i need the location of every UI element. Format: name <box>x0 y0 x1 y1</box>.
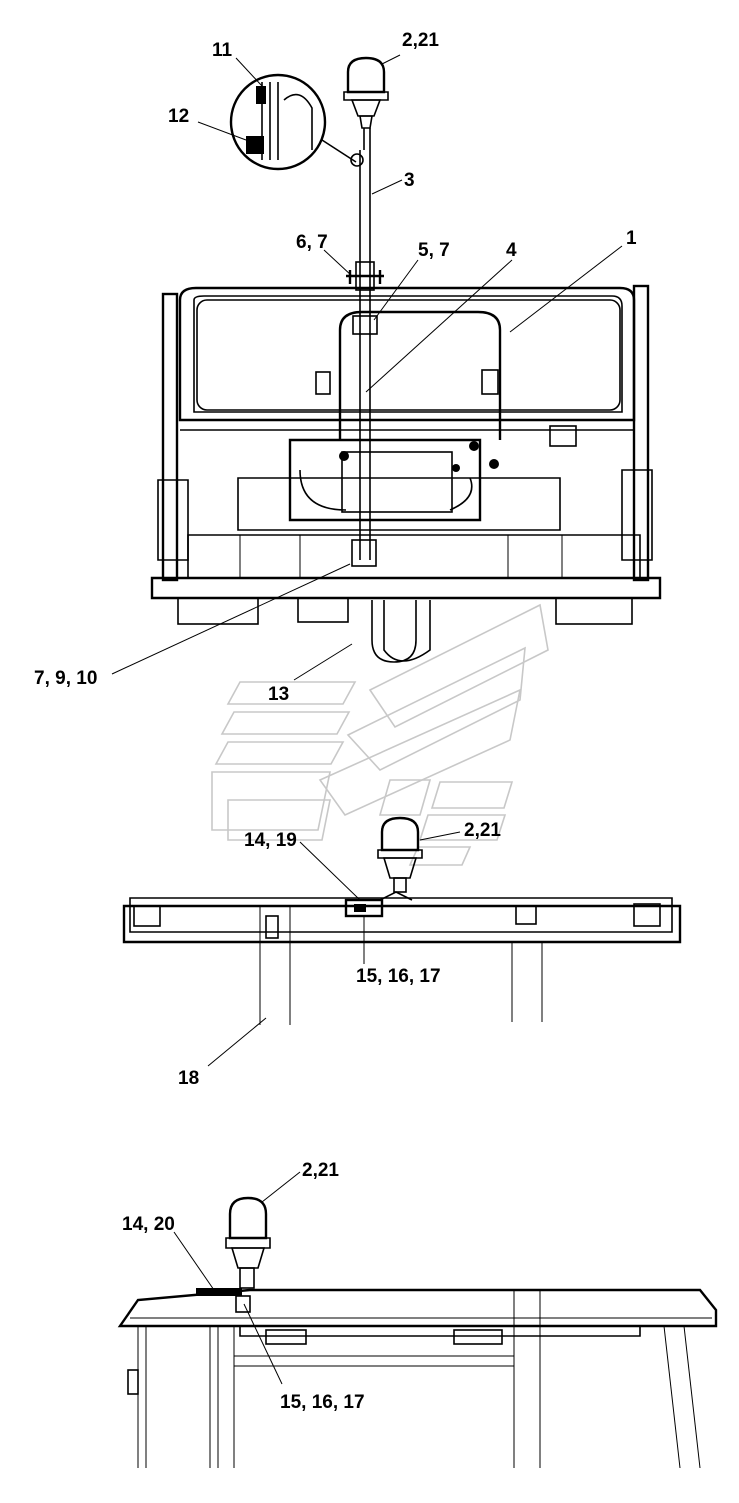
callout-14-19: 14, 19 <box>244 830 297 851</box>
callout-18: 18 <box>178 1068 199 1089</box>
leader-15-16-17-bot <box>243 1303 283 1385</box>
callout-2-21-bot: 2,21 <box>302 1160 339 1181</box>
leader-2-21-mid <box>419 831 461 841</box>
callout-labels: 2,21 11 12 3 6, 7 5, 7 4 1 7, 9, 10 13 1… <box>34 30 637 1413</box>
top-assembly <box>111 54 662 681</box>
bottom-assembly <box>117 1171 718 1469</box>
leader-3 <box>371 179 403 195</box>
callout-13: 13 <box>268 684 289 705</box>
callout-14-20: 14, 20 <box>122 1214 175 1235</box>
cab-body <box>150 284 662 663</box>
callout-2-21-mid: 2,21 <box>464 820 501 841</box>
callout-3: 3 <box>404 170 415 191</box>
callout-4: 4 <box>506 240 517 261</box>
leader-13 <box>293 643 353 681</box>
leader-5-7 <box>373 259 419 321</box>
leader-12 <box>197 121 247 141</box>
leader-2-21-top <box>381 54 401 65</box>
callout-6-7: 6, 7 <box>296 232 328 253</box>
callout-15-16-17-mid: 15, 16, 17 <box>356 966 441 987</box>
callout-11: 11 <box>212 40 233 61</box>
leader-2-21-bot <box>261 1171 301 1203</box>
mast-pole <box>346 150 384 567</box>
callout-1: 1 <box>626 228 637 249</box>
callout-7-9-10: 7, 9, 10 <box>34 668 97 689</box>
beacon-lamp-mid <box>377 816 423 893</box>
leader-4 <box>365 259 513 393</box>
callout-12: 12 <box>168 106 189 127</box>
leader-14-20 <box>173 1231 215 1291</box>
leader-1 <box>509 245 623 333</box>
watermark-logo <box>211 603 549 866</box>
leader-11 <box>235 57 263 87</box>
middle-assembly <box>122 816 682 1067</box>
leader-6-7 <box>323 249 353 277</box>
beacon-lamp-top <box>343 56 389 150</box>
callout-15-16-17-bot: 15, 16, 17 <box>280 1392 365 1413</box>
leader-14-19 <box>299 841 361 901</box>
leader-7-9-10 <box>111 563 351 675</box>
detail-circle <box>229 73 357 171</box>
callout-5-7: 5, 7 <box>418 240 450 261</box>
beacon-lamp-bottom <box>225 1196 271 1289</box>
leader-18 <box>207 1017 267 1067</box>
callout-2-21-top: 2,21 <box>402 30 439 51</box>
